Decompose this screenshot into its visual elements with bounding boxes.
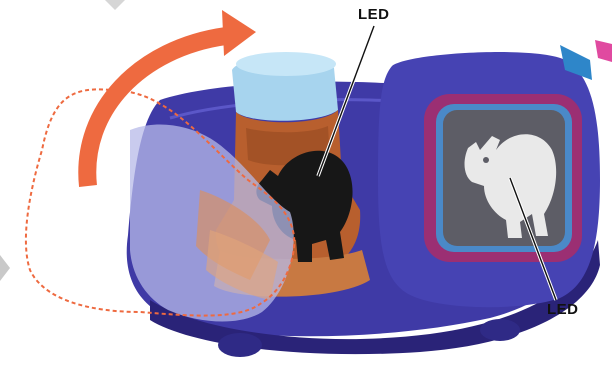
gray-top-tip-icon xyxy=(105,0,125,10)
gray-tip-icon xyxy=(0,255,10,281)
display-housing xyxy=(378,40,612,307)
led-label-top: LED xyxy=(358,6,390,23)
led-label-bottom: LED xyxy=(547,301,579,318)
